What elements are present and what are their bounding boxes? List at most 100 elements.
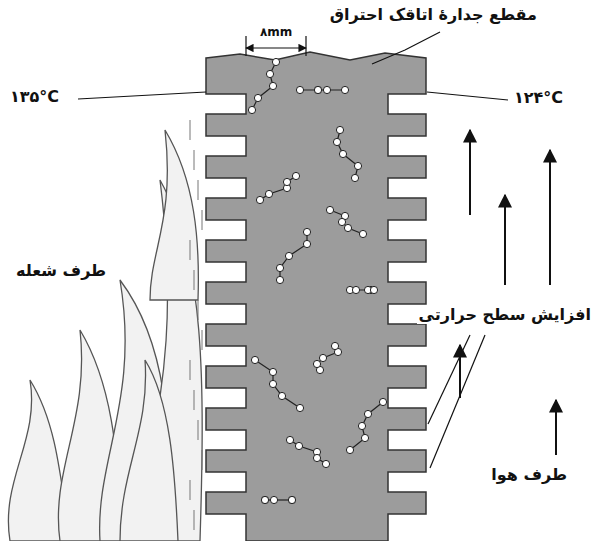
molecule [269,82,276,89]
flame-tongue [150,130,198,300]
flame-streak [194,270,195,290]
flame-streak [198,420,199,440]
molecule [358,422,365,429]
airflow-arrow [555,400,557,455]
flame-streak [190,120,191,140]
molecule [261,496,268,503]
molecule [379,398,386,405]
molecule [288,496,295,503]
leaders-and-arrows [78,32,556,468]
flame-streak [194,510,195,530]
molecule [251,356,258,363]
molecule [266,70,273,77]
molecule-chain [337,130,358,178]
flame-streak [190,360,191,380]
molecule [270,496,277,503]
flame [8,120,202,541]
leader-line [78,92,206,99]
molecule-chain [350,402,383,450]
callout-label: افزایش سطح حرارتی [417,306,593,324]
molecule [261,496,268,503]
leader-line [427,92,508,100]
leader-line [430,335,485,468]
airflow-arrow [504,195,506,285]
molecule [265,190,272,197]
molecule-chain [260,176,296,200]
molecule [269,368,276,375]
molecule-chain [300,89,345,90]
molecule [248,106,255,113]
molecule-chain [255,360,300,408]
molecule [339,150,346,157]
dimension-label: ۸mm [258,26,294,40]
side-label: طرف شعله [14,262,108,280]
molecule [346,446,353,453]
wall-section [206,52,426,541]
section-title: مقطع جدارهٔ اتاقک احتراق [328,6,539,24]
airflow-arrow [459,345,461,398]
molecule [344,224,351,231]
molecule [323,86,330,93]
temperature-label: ۱۲۴°C [512,89,565,107]
leader-line [372,32,440,64]
molecule [295,442,302,449]
molecule [314,86,321,93]
molecule [292,172,299,179]
molecule [364,410,371,417]
flame-streak [198,300,199,320]
molecule [314,86,321,93]
flame-streak [190,480,191,500]
wall-outline [206,52,426,541]
molecule-chain [252,62,276,110]
molecule [296,86,303,93]
leader-line [428,335,470,424]
molecule [326,206,333,213]
flame-streak [190,240,191,260]
temperature-label: ۱۳۵°C [8,88,61,106]
flame-streak [202,330,203,350]
molecule [269,380,276,387]
molecule [303,240,310,247]
molecule-chain [290,440,326,464]
molecule [361,434,368,441]
molecule [313,360,320,367]
flame-streak [202,210,203,230]
molecule [354,162,361,169]
molecule [351,174,358,181]
airflow-arrow [549,150,551,285]
molecule [359,230,366,237]
molecule [276,264,283,271]
flame-tongue [120,360,178,541]
dimension-extension [245,36,246,56]
molecule [319,354,326,361]
molecule-chain [280,232,307,280]
molecule [272,58,279,65]
molecule [336,126,343,133]
molecule [333,138,340,145]
airflow-arrow [469,130,471,215]
molecule [338,218,345,225]
molecule [313,454,320,461]
molecule [256,196,263,203]
side-label: طرف هوا [489,466,569,484]
molecule [286,436,293,443]
molecule [370,286,377,293]
flame-streak [202,450,203,470]
flame-streak [194,390,195,410]
molecule [254,94,261,101]
molecule [288,496,295,503]
molecule [303,228,310,235]
molecule [341,86,348,93]
molecule [322,460,329,467]
dimension-extension [305,36,306,56]
molecule [285,252,292,259]
molecule [331,342,338,349]
molecule [296,404,303,411]
molecule-chain [330,210,363,234]
dimension-line [246,47,306,48]
molecule [278,392,285,399]
molecule [352,286,359,293]
molecule [283,178,290,185]
molecule [276,276,283,283]
flame-streak [198,180,199,200]
